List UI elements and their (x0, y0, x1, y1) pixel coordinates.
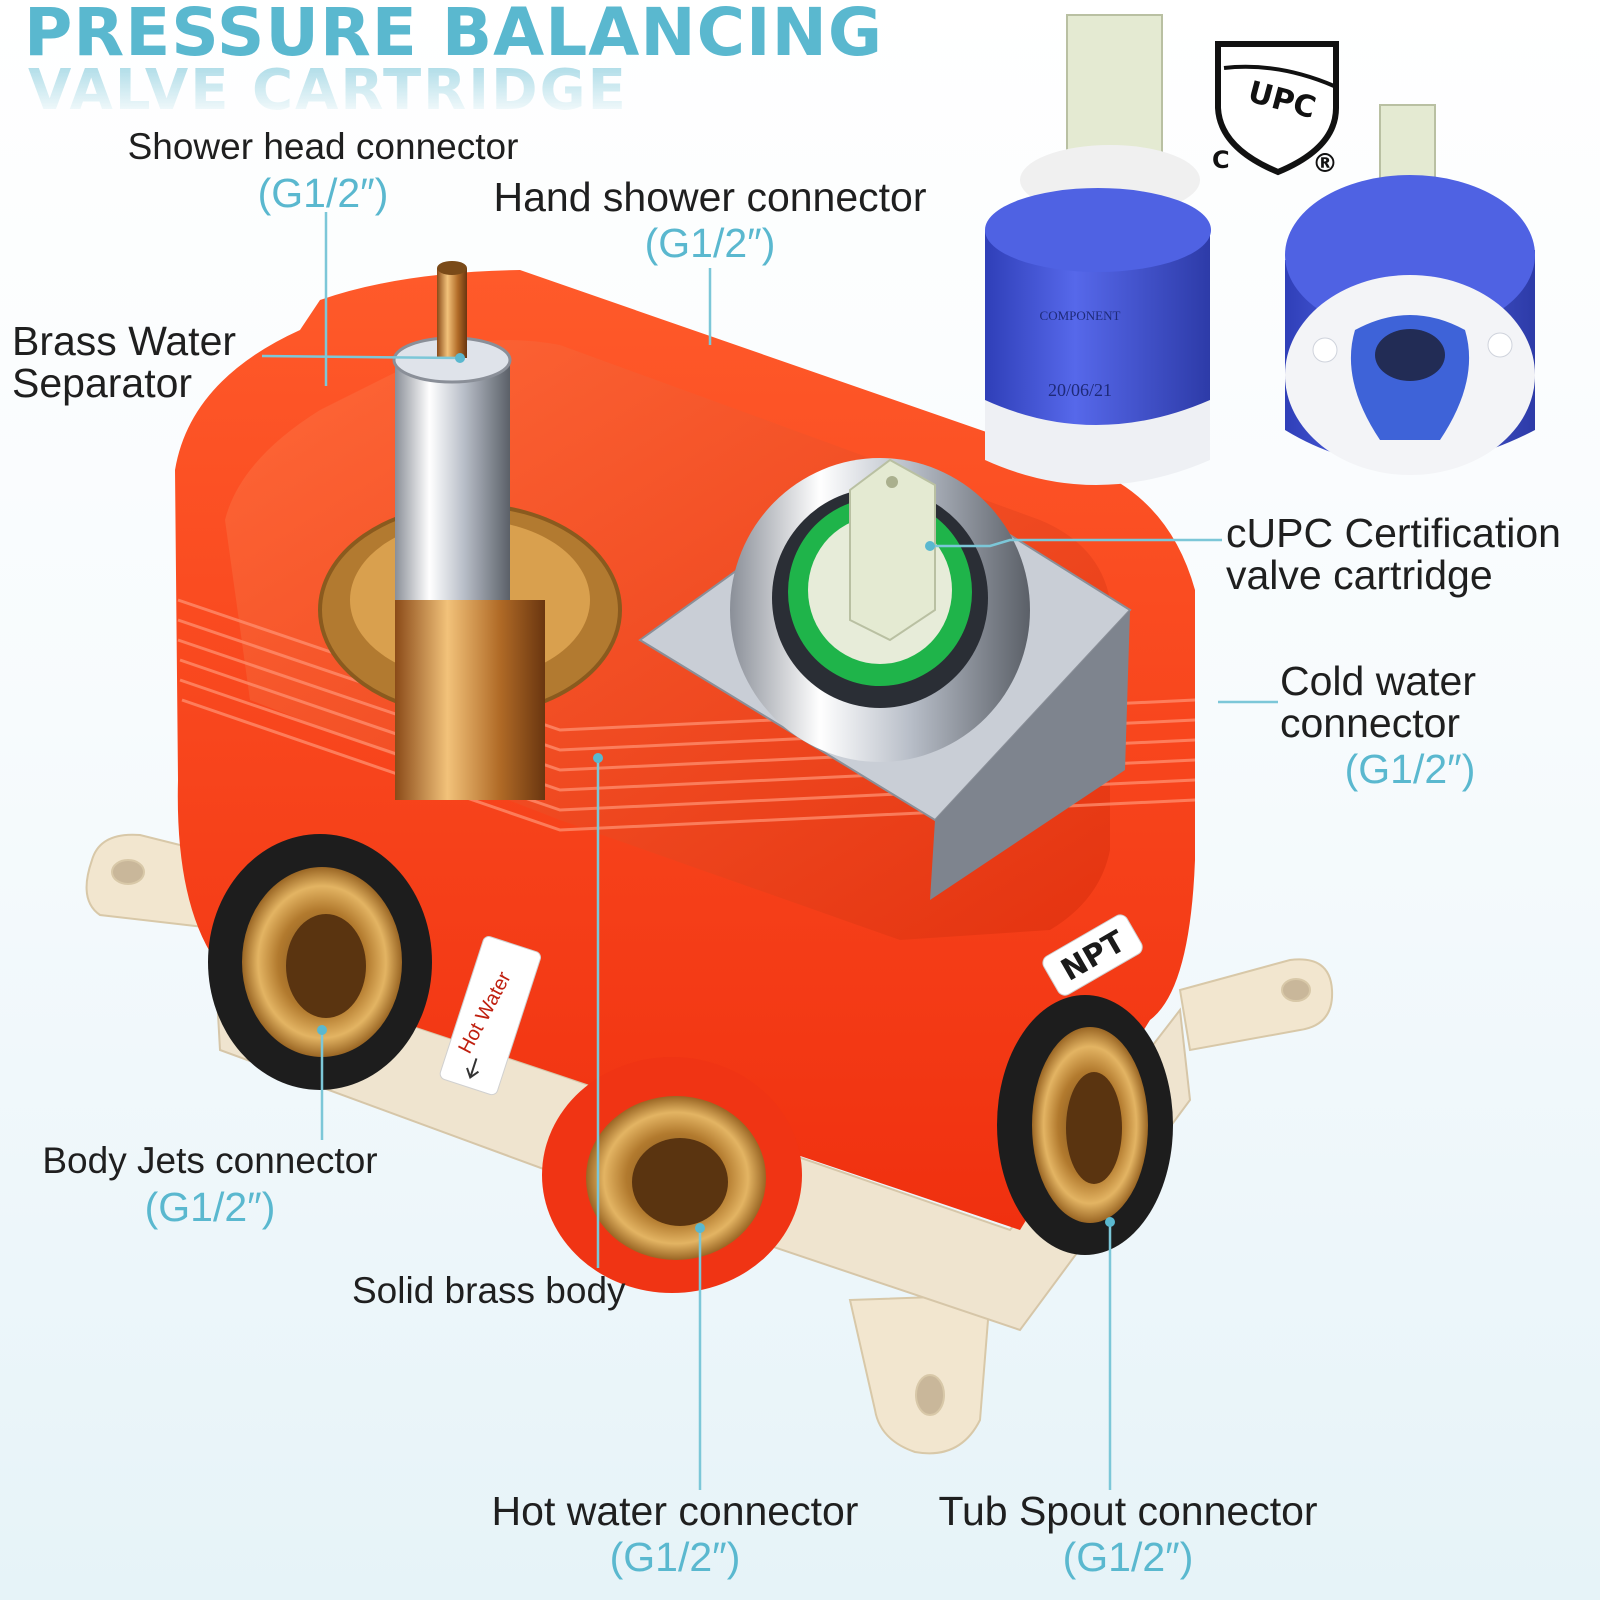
label-hand-shower: Hand shower connector (G1/2″) (470, 176, 950, 268)
label-cold-water-line1: Cold water (1280, 658, 1476, 704)
label-solid-brass-name: Solid brass body (352, 1270, 626, 1311)
cartridge-block (638, 458, 1132, 900)
leader-dots (317, 353, 1115, 1233)
label-brass-separator: Brass Water Separator (12, 320, 236, 404)
leader-brass-separator (261, 354, 461, 360)
label-shower-head-name: Shower head connector (127, 126, 519, 167)
label-hand-shower-spec: (G1/2″) (644, 220, 776, 266)
cartridge-date-marking: 20/06/21 (1048, 380, 1112, 400)
cartridge-brand-marking: COMPONENT (1040, 308, 1121, 323)
label-hot-water-name: Hot water connector (491, 1488, 859, 1534)
label-shower-head: Shower head connector (G1/2″) (108, 126, 538, 218)
leader-lines (261, 212, 1278, 1490)
label-cartridge-line1: cUPC Certification (1226, 510, 1561, 556)
label-body-jets-name: Body Jets connector (42, 1140, 378, 1181)
label-solid-brass: Solid brass body (352, 1270, 626, 1312)
cartridge-photo-bottom (1285, 104, 1535, 475)
label-brass-separator-line1: Brass Water (12, 318, 237, 364)
label-cold-water-line2: connector (1280, 700, 1461, 746)
cartridge-photo-front: COMPONENT 20/06/21 (985, 14, 1211, 485)
mount-tabs (85, 833, 1334, 1455)
port-hot-water (542, 1057, 802, 1293)
label-body-jets: Body Jets connector (G1/2″) (20, 1140, 400, 1232)
brass-separator (318, 261, 622, 800)
label-cold-water-spec: (G1/2″) (1344, 746, 1476, 792)
label-brass-separator-line2: Separator (12, 360, 193, 406)
label-cold-water: Cold water connector (G1/2″) (1280, 660, 1530, 794)
port-tub-spout (997, 995, 1173, 1255)
page-title: PRESSURE BALANCING (24, 0, 884, 71)
hot-water-tag: Hot Water (439, 936, 542, 1096)
upc-badge-prefix: C (1212, 146, 1230, 174)
label-shower-head-spec: (G1/2″) (257, 170, 389, 216)
page-subtitle: VALVE CARTRIDGE (28, 58, 628, 123)
label-hand-shower-name: Hand shower connector (493, 174, 927, 220)
label-cartridge: cUPC Certification valve cartridge (1226, 512, 1561, 596)
label-tub-spout-spec: (G1/2″) (1062, 1534, 1194, 1580)
label-tub-spout: Tub Spout connector (G1/2″) (918, 1490, 1338, 1582)
port-body-jets (208, 834, 432, 1090)
cupc-badge: UPC C ® (1212, 41, 1339, 179)
label-hot-water-spec: (G1/2″) (609, 1534, 741, 1580)
label-tub-spout-name: Tub Spout connector (938, 1488, 1318, 1534)
registered-mark: ® (1312, 149, 1338, 179)
label-cartridge-line2: valve cartridge (1226, 552, 1493, 598)
leader-cartridge (930, 538, 1222, 548)
label-hot-water: Hot water connector (G1/2″) (465, 1490, 885, 1582)
label-body-jets-spec: (G1/2″) (144, 1184, 276, 1230)
